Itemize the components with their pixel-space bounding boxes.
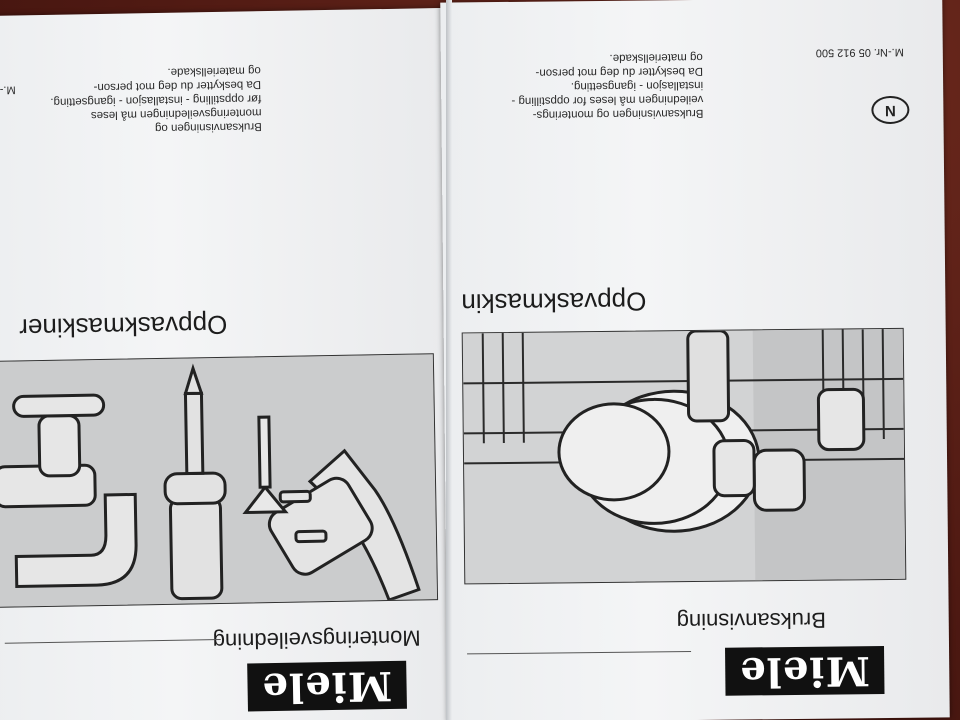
booklet-fold [446, 0, 452, 720]
plug-screwdriver-screw-tap-illustration [0, 354, 438, 608]
notice-text: Bruksanvisningen og monteringsveiledning… [50, 64, 262, 135]
product-name: Oppvaskmaskin [461, 286, 647, 319]
brand-logo: Miele [247, 660, 407, 712]
product-name: Oppvaskmaskiner [19, 309, 228, 344]
title-rule [467, 651, 692, 655]
cover-illustration [461, 327, 907, 585]
notice-text: Bruksanvisningen og monterings- veiledni… [511, 50, 704, 121]
installation-booklet: Miele Monteringsveiledning [0, 7, 459, 720]
model-number: M.-Nr. 05 58 [0, 83, 16, 96]
model-number: M.-Nr. 05 912 500 [815, 45, 904, 59]
dishwasher-rack-illustration [462, 328, 906, 584]
doc-title: Monteringsveiledning [212, 625, 421, 655]
cover-illustration [0, 353, 439, 609]
brand-logo: Miele [725, 646, 885, 696]
country-badge: N [871, 95, 910, 125]
title-rule [4, 638, 221, 644]
doc-title: Bruksanvisning [676, 607, 827, 635]
user-manual-booklet: Miele Bruksanvisning [440, 0, 950, 720]
